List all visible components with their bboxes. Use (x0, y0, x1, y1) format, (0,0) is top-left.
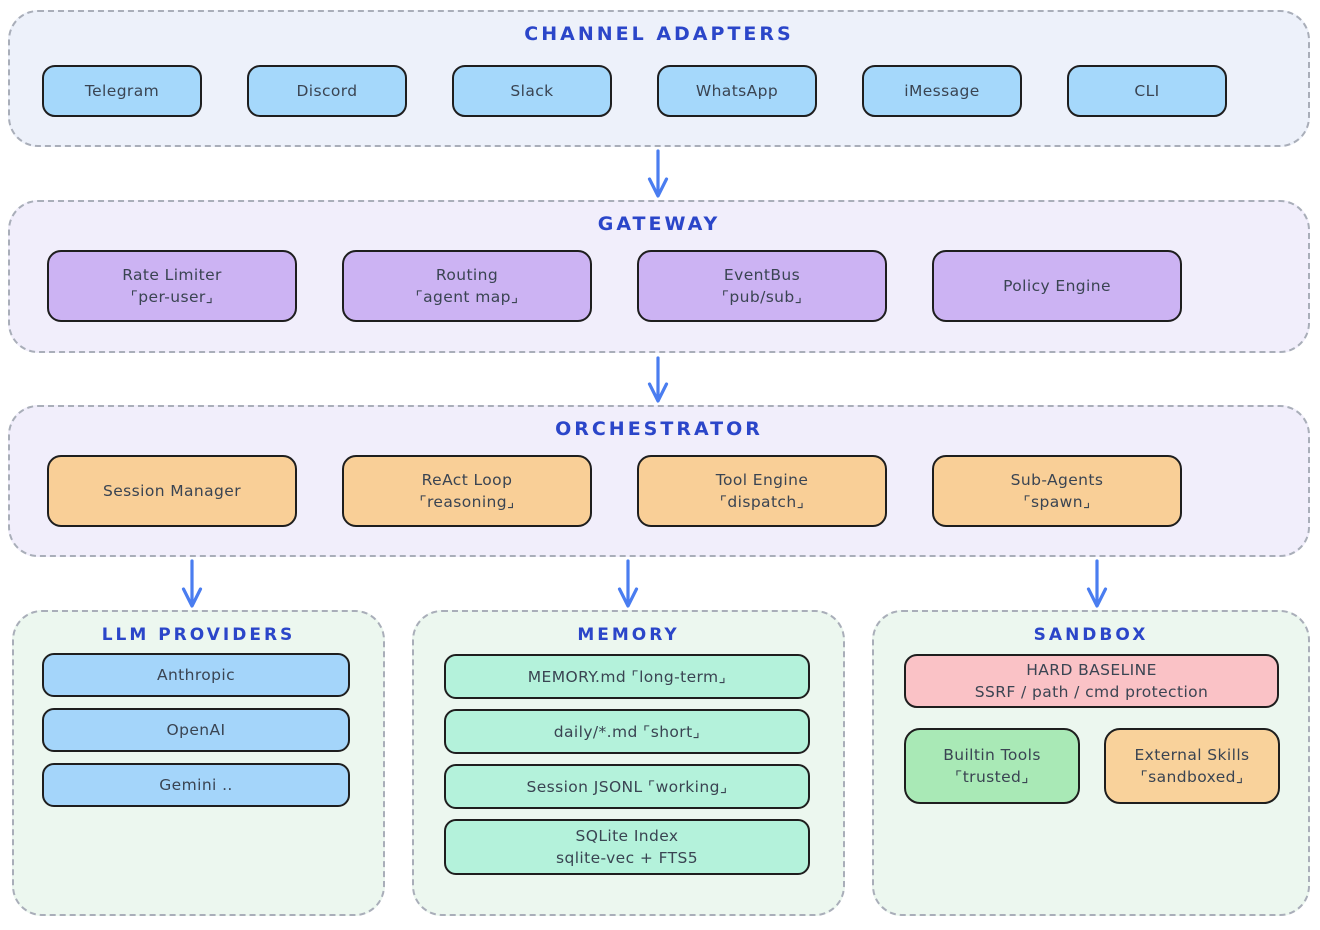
section-title-channel-adapters: CHANNEL ADAPTERS (524, 23, 794, 45)
node-react-loop: ReAct Loop ⌜reasoning⌟ (342, 455, 592, 527)
section-title-gateway: GATEWAY (597, 213, 721, 235)
node-daily-md: daily/*.md ⌜short⌟ (444, 709, 810, 754)
node-builtin-tools: Builtin Tools ⌜trusted⌟ (904, 728, 1080, 804)
arrow-orchestrator-to-memory (617, 559, 639, 608)
section-title-memory: MEMORY (577, 625, 680, 645)
llm-providers-stack: Anthropic OpenAI Gemini .. (42, 653, 350, 807)
node-session-manager: Session Manager (47, 455, 297, 527)
arrow-orchestrator-to-llm-providers (181, 559, 203, 608)
memory-stack: MEMORY.md ⌜long-term⌟ daily/*.md ⌜short⌟… (444, 654, 810, 875)
node-subtitle: ⌜trusted⌟ (955, 768, 1029, 786)
node-gemini: Gemini .. (42, 763, 350, 807)
node-title: HARD BASELINE (1026, 661, 1157, 679)
section-sandbox: SANDBOX HARD BASELINE SSRF / path / cmd … (872, 610, 1310, 916)
node-title: SQLite Index (575, 827, 679, 845)
node-title: Routing (435, 266, 499, 284)
node-subtitle: ⌜reasoning⌟ (419, 493, 515, 511)
node-rate-limiter: Rate Limiter ⌜per-user⌟ (47, 250, 297, 322)
node-subtitle: ⌜sandboxed⌟ (1140, 768, 1244, 786)
node-title: EventBus (723, 266, 801, 284)
node-cli: CLI (1067, 65, 1227, 117)
node-subtitle: ⌜pub/sub⌟ (721, 288, 803, 306)
node-hard-baseline: HARD BASELINE SSRF / path / cmd protecti… (904, 654, 1279, 708)
node-title: Session Manager (102, 482, 241, 500)
node-sqlite-index: SQLite Index sqlite-vec + FTS5 (444, 819, 810, 875)
node-slack: Slack (452, 65, 612, 117)
section-title-llm-providers: LLM PROVIDERS (101, 625, 296, 645)
node-memory-md: MEMORY.md ⌜long-term⌟ (444, 654, 810, 699)
orchestrator-row: Session Manager ReAct Loop ⌜reasoning⌟ T… (47, 455, 1182, 527)
node-routing: Routing ⌜agent map⌟ (342, 250, 592, 322)
channel-adapters-row: Telegram Discord Slack WhatsApp iMessage… (42, 65, 1227, 117)
node-subtitle: ⌜agent map⌟ (415, 288, 519, 306)
node-subtitle: SSRF / path / cmd protection (974, 683, 1209, 701)
section-channel-adapters: CHANNEL ADAPTERS Telegram Discord Slack … (8, 10, 1310, 147)
node-title: Rate Limiter (122, 266, 222, 284)
node-subtitle: sqlite-vec + FTS5 (555, 849, 698, 867)
section-orchestrator: ORCHESTRATOR Session Manager ReAct Loop … (8, 405, 1310, 557)
node-session-jsonl: Session JSONL ⌜working⌟ (444, 764, 810, 809)
gateway-row: Rate Limiter ⌜per-user⌟ Routing ⌜agent m… (47, 250, 1182, 322)
node-title: External Skills (1134, 746, 1250, 764)
node-telegram: Telegram (42, 65, 202, 117)
node-anthropic: Anthropic (42, 653, 350, 697)
node-title: Sub-Agents (1010, 471, 1104, 489)
node-eventbus: EventBus ⌜pub/sub⌟ (637, 250, 887, 322)
node-openai: OpenAI (42, 708, 350, 752)
section-title-sandbox: SANDBOX (1033, 625, 1149, 645)
node-subtitle: ⌜spawn⌟ (1023, 493, 1091, 511)
node-discord: Discord (247, 65, 407, 117)
node-subtitle: ⌜per-user⌟ (130, 288, 214, 306)
node-title: Builtin Tools (943, 746, 1041, 764)
node-imessage: iMessage (862, 65, 1022, 117)
section-title-orchestrator: ORCHESTRATOR (555, 418, 763, 440)
node-policy-engine: Policy Engine (932, 250, 1182, 322)
node-sub-agents: Sub-Agents ⌜spawn⌟ (932, 455, 1182, 527)
section-memory: MEMORY MEMORY.md ⌜long-term⌟ daily/*.md … (412, 610, 845, 916)
arrow-channels-to-gateway (647, 149, 669, 198)
node-subtitle: ⌜dispatch⌟ (719, 493, 805, 511)
node-external-skills: External Skills ⌜sandboxed⌟ (1104, 728, 1280, 804)
node-title: ReAct Loop (421, 471, 513, 489)
section-llm-providers: LLM PROVIDERS Anthropic OpenAI Gemini .. (12, 610, 385, 916)
node-tool-engine: Tool Engine ⌜dispatch⌟ (637, 455, 887, 527)
node-whatsapp: WhatsApp (657, 65, 817, 117)
node-title: Policy Engine (1003, 277, 1111, 295)
arrow-gateway-to-orchestrator (647, 356, 669, 403)
node-title: Tool Engine (715, 471, 809, 489)
section-gateway: GATEWAY Rate Limiter ⌜per-user⌟ Routing … (8, 200, 1310, 353)
arrow-orchestrator-to-sandbox (1086, 559, 1108, 608)
